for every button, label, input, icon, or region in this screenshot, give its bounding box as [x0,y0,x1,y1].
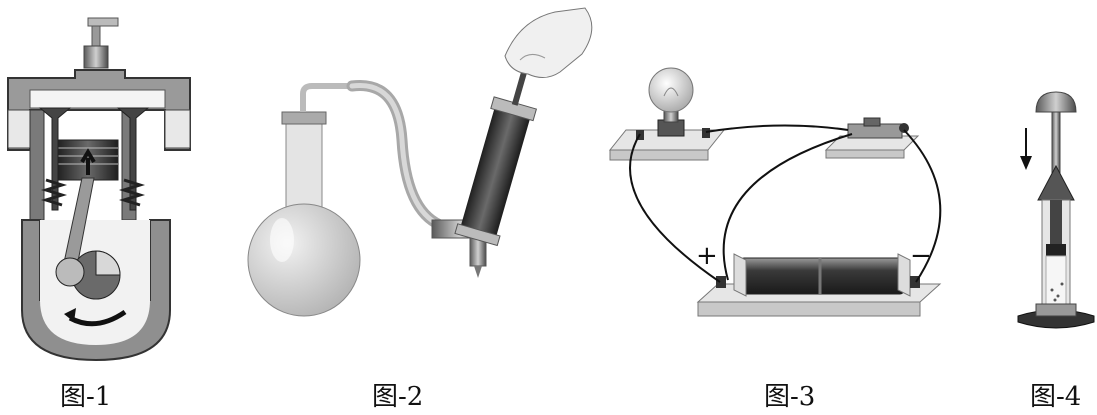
circuit-diagram: + − [608,67,942,317]
battery [739,257,905,295]
exhaust-valve [116,107,150,211]
positive-sign: + [696,241,718,271]
wire-switch-negative [903,129,942,283]
battery-holder-left [733,253,747,297]
pump-nozzle [474,266,482,278]
pump-base-cap [454,223,501,247]
exhaust-port [164,109,191,149]
wire-lamp-switch [705,124,849,133]
cylinder-wall-left [29,109,45,221]
compression-tube-diagram [1017,91,1095,329]
wire-switch-battery [722,133,853,281]
rotation-arrow-icon [68,309,127,327]
intake-port [7,109,31,149]
engine-diagram [7,17,191,362]
down-arrow-icon [1020,156,1032,170]
wire-lamp-battery [629,133,721,283]
spark-plug-top [87,17,119,27]
piston-head [1046,244,1066,256]
caption-figure-4: 图-4 [1030,382,1082,412]
spark-plug-stem [91,25,101,47]
plunger-knob [1035,91,1077,113]
combustion-chamber [29,89,166,109]
exhaust-spring [118,178,146,207]
flask-pump-diagram [247,7,593,317]
counterweight [95,250,121,276]
piston-rod [1050,200,1062,248]
flask-bulb [247,203,361,317]
intake-valve [38,107,72,211]
cotton [1045,255,1067,307]
glass-tube [300,83,352,112]
piston-up-arrow-icon [80,148,96,175]
light-bulb-icon [648,67,694,113]
pump-barrel [461,106,530,238]
crank-pin [55,257,85,287]
intake-spring [40,178,68,207]
battery-terminal-negative [910,276,920,288]
tube-cap [1037,164,1075,201]
caption-figure-1: 图-1 [60,382,112,412]
hand-icon [504,7,593,78]
switch-terminal [899,123,909,133]
rotation-arrowhead-icon [64,308,76,322]
lamp-terminal-right [702,128,710,138]
caption-figure-3: 图-3 [764,382,816,412]
negative-sign: − [910,241,932,271]
flask-stopper [281,111,327,125]
caption-figure-2: 图-2 [372,382,424,412]
spark-plug-body [83,45,109,69]
battery-terminal-positive [716,276,726,288]
battery-holder-right [897,253,911,297]
